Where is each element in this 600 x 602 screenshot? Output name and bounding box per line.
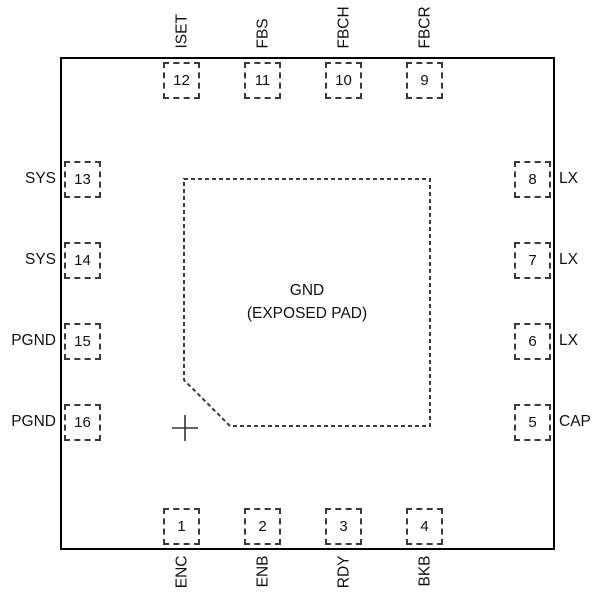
pin-12-name-label: ISET <box>173 14 191 49</box>
pin-7-name-label: LX <box>559 251 578 268</box>
pin-15-number: 15 <box>74 333 91 350</box>
pin-14-number: 14 <box>74 252 91 269</box>
pin-4-name-label: BKB <box>416 555 434 587</box>
pin1-marker-icon <box>172 415 198 441</box>
pin-5-name-label: CAP <box>559 413 591 430</box>
pin-9: 9 <box>406 62 443 99</box>
pin-6-number: 6 <box>528 333 537 350</box>
pin-13-number: 13 <box>74 171 91 188</box>
pin-14-name-label: SYS <box>24 251 56 268</box>
pin-11: 11 <box>244 62 281 99</box>
pin-1: 1 <box>163 508 200 545</box>
pin-16-number: 16 <box>74 414 91 431</box>
exposed-pad-label-line2: (EXPOSED PAD) <box>246 305 368 322</box>
pin-8: 8 <box>514 161 551 198</box>
pin-2-number: 2 <box>258 518 267 535</box>
pin-9-number: 9 <box>420 72 429 89</box>
pin-5: 5 <box>514 404 551 441</box>
pin-6: 6 <box>514 323 551 360</box>
package-outline <box>60 57 555 550</box>
exposed-pad-label: GND (EXPOSED PAD) <box>183 178 431 427</box>
pin-12-number: 12 <box>173 72 190 89</box>
pin-4: 4 <box>406 508 443 545</box>
pin-7-number: 7 <box>528 252 537 269</box>
pin-11-name-label: FBS <box>254 18 272 49</box>
pin-3-number: 3 <box>339 518 348 535</box>
pin-13-name-label: SYS <box>24 170 56 187</box>
pin-3-name-label: RDY <box>335 555 353 589</box>
pin-4-number: 4 <box>420 518 429 535</box>
pin-1-name-label: ENC <box>173 555 191 589</box>
pin-2: 2 <box>244 508 281 545</box>
pin-16-name-label: PGND <box>11 413 56 430</box>
pin-10-number: 10 <box>335 72 352 89</box>
exposed-pad-outline <box>183 178 431 427</box>
pin-1-number: 1 <box>177 518 186 535</box>
pin-10: 10 <box>325 62 362 99</box>
pin-8-number: 8 <box>528 171 537 188</box>
pin-5-number: 5 <box>528 414 537 431</box>
pin-10-name-label: FBCH <box>335 6 353 49</box>
pin-7: 7 <box>514 242 551 279</box>
pin-16: 16 <box>64 404 101 441</box>
pin-8-name-label: LX <box>559 170 578 187</box>
pin-9-name-label: FBCR <box>416 6 434 49</box>
pin-3: 3 <box>325 508 362 545</box>
pin-14: 14 <box>64 242 101 279</box>
exposed-pad-label-line1: GND <box>289 282 325 299</box>
pin-11-number: 11 <box>254 72 271 89</box>
pin-12: 12 <box>163 62 200 99</box>
pin-13: 13 <box>64 161 101 198</box>
pin-15-name-label: PGND <box>11 332 56 349</box>
pin-6-name-label: LX <box>559 332 578 349</box>
pin-15: 15 <box>64 323 101 360</box>
pin-2-name-label: ENB <box>254 555 272 588</box>
